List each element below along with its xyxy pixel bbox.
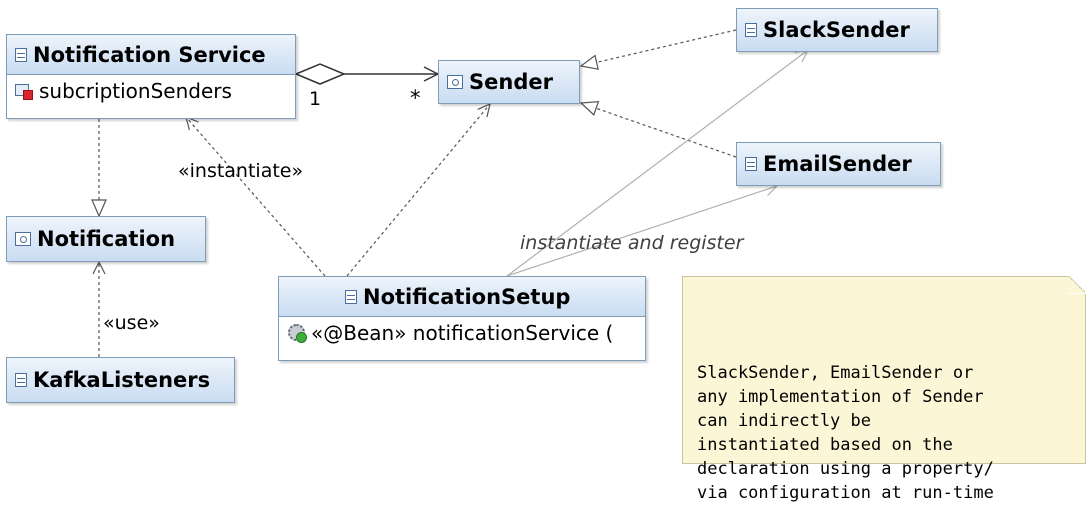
class-header: Notification Service (7, 35, 295, 75)
class-name: EmailSender (763, 152, 912, 176)
class-header: KafkaListeners (7, 358, 234, 402)
notification-setup-class[interactable]: NotificationSetup «@Bean» notificationSe… (278, 276, 646, 361)
method-text: «@Bean» notificationService ( (311, 321, 614, 345)
class-icon (15, 373, 27, 387)
class-name: Notification Service (33, 42, 266, 67)
class-header: NotificationSetup (279, 277, 645, 317)
class-icon (345, 289, 357, 304)
public-method-icon (287, 323, 307, 343)
notification-interface[interactable]: Notification (6, 216, 206, 262)
instantiate-register-label: instantiate and register (520, 232, 744, 254)
kafka-listeners-class[interactable]: KafkaListeners (6, 357, 235, 403)
class-icon (745, 23, 757, 37)
aggregation-diamond (294, 63, 346, 85)
class-icon (15, 47, 27, 62)
sender-interface[interactable]: Sender (438, 60, 580, 104)
note-fold-corner (1068, 276, 1086, 294)
multiplicity-many: * (410, 86, 421, 110)
class-header: Notification (7, 217, 205, 261)
instantiate-label: «instantiate» (178, 160, 304, 182)
class-header: EmailSender (737, 143, 940, 185)
instantiate-dependency (186, 117, 326, 277)
realization-email (581, 103, 737, 158)
slack-sender-class[interactable]: SlackSender (736, 8, 938, 52)
class-name: Sender (469, 70, 553, 94)
class-header: SlackSender (737, 9, 937, 51)
notification-service-class[interactable]: Notification Service subcriptionSenders (6, 34, 296, 119)
interface-icon (15, 232, 31, 246)
class-name: NotificationSetup (363, 284, 571, 309)
field-row[interactable]: subcriptionSenders (7, 75, 295, 107)
register-slack (506, 50, 808, 277)
class-name: KafkaListeners (33, 368, 211, 392)
register-email (506, 186, 777, 277)
class-icon (745, 157, 757, 171)
setup-sender-dependency (346, 104, 490, 277)
field-text: subcriptionSenders (39, 79, 232, 103)
email-sender-class[interactable]: EmailSender (736, 142, 941, 186)
class-header: Sender (439, 61, 579, 103)
use-label: «use» (103, 312, 160, 334)
method-row[interactable]: «@Bean» notificationService ( (279, 317, 645, 349)
interface-icon (447, 75, 463, 89)
relationship-lines (0, 29, 1092, 357)
private-field-icon (15, 83, 33, 100)
realization-slack (581, 29, 737, 66)
class-name: Notification (37, 227, 176, 251)
multiplicity-one: 1 (309, 88, 322, 110)
note-text: SlackSender, EmailSender or any implemen… (697, 363, 994, 503)
class-name: SlackSender (763, 18, 910, 42)
note: SlackSender, EmailSender or any implemen… (682, 276, 1086, 503)
